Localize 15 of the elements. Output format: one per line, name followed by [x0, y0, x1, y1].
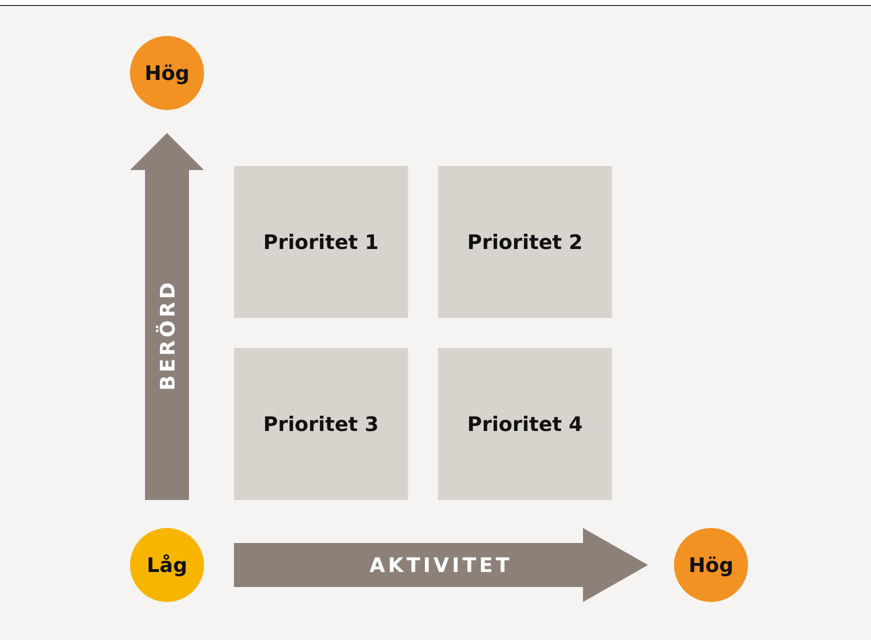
node-label: Prioritet 4 [467, 412, 583, 436]
quadrant-box [438, 348, 612, 500]
node-label: Låg [146, 553, 188, 577]
quadrant-box [234, 166, 408, 318]
node-label: Hög [688, 553, 734, 577]
arrow [130, 133, 204, 500]
edge-label: BERÖRD [155, 279, 180, 391]
edge-label: AKTIVITET [370, 553, 512, 577]
node-label: Hög [144, 61, 190, 85]
arrow [234, 528, 648, 602]
node-label: Prioritet 3 [263, 412, 379, 436]
node-label: Prioritet 1 [263, 230, 379, 254]
quadrant-box [234, 348, 408, 500]
quadrant-box [438, 166, 612, 318]
node-label: Prioritet 2 [467, 230, 583, 254]
